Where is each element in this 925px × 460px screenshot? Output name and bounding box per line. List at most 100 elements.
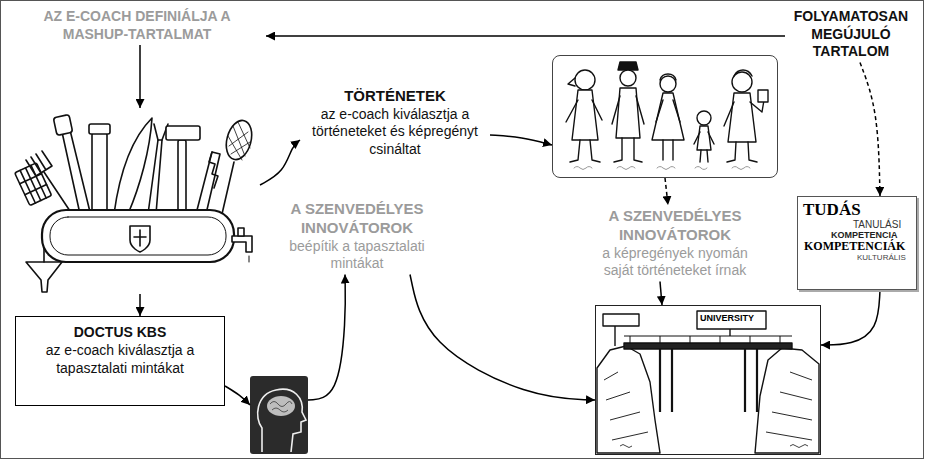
bridge-drawing <box>597 346 660 453</box>
swiss-knife-drawing <box>25 185 47 195</box>
comic-figures <box>697 111 711 125</box>
comic-figures <box>724 100 764 126</box>
comic-frame <box>552 55 778 178</box>
swiss-knife-drawing <box>249 256 250 262</box>
swiss-knife-drawing <box>89 124 110 134</box>
flow-arrow <box>260 140 300 185</box>
step-title: TÖRTÉNETEK <box>302 87 488 106</box>
swiss-knife-drawing <box>209 152 218 188</box>
bridge-drawing <box>620 445 808 448</box>
comic-figures <box>566 62 768 170</box>
swiss-knife-picture <box>15 108 260 294</box>
swiss-knife-drawing <box>166 126 200 140</box>
comic-figures <box>574 167 750 170</box>
comic-figures <box>656 100 680 122</box>
comic-figures <box>663 140 673 160</box>
swiss-knife-drawing <box>26 151 52 176</box>
brain-icon-drawing <box>270 402 292 413</box>
swiss-knife-drawing <box>222 162 234 214</box>
bridge-drawing <box>603 314 639 326</box>
bridge-drawing <box>614 326 615 346</box>
swiss-knife-drawing <box>196 152 220 214</box>
swiss-knife-drawing <box>43 248 45 262</box>
swiss-knife-drawing <box>130 226 150 252</box>
comic-figures <box>568 78 575 86</box>
flow-arrow <box>490 135 552 145</box>
swiss-knife-drawing <box>53 115 72 136</box>
swiss-knife-drawing <box>50 217 226 255</box>
swiss-knife-drawing <box>15 115 256 292</box>
comic-figures <box>575 70 595 90</box>
brain-icon-drawing <box>250 376 308 454</box>
innovator-step: A SZENVEDÉLYES INNOVÁTOROKa képregények … <box>585 205 765 282</box>
box-text: az e-coach kiválasztja a tapasztalati mi… <box>22 341 218 377</box>
flow-arrow <box>139 45 141 108</box>
comic-figures <box>728 93 756 142</box>
comic-figures <box>758 90 768 102</box>
comic-figures <box>620 70 636 86</box>
comic-figures <box>574 167 592 170</box>
bridge-drawing <box>766 372 812 440</box>
swiss-knife-drawing <box>228 122 250 160</box>
comic-figures <box>727 142 757 162</box>
flow-arrow <box>821 290 880 345</box>
dashed-arrow <box>860 63 880 197</box>
swiss-knife-drawing <box>232 236 252 252</box>
flow-arrow <box>266 35 785 37</box>
comic-figures <box>694 111 714 162</box>
bridge-picture: UNIVERSITY <box>595 305 821 455</box>
bridge-drawing <box>604 372 648 440</box>
comic-figures <box>724 70 768 162</box>
source-text: FOLYAMATOSAN MEGÚJULÓ TARTALOM <box>787 8 915 61</box>
step-text: a képregények nyomán saját történeteket … <box>587 245 763 280</box>
brain-icon-drawing <box>250 376 308 454</box>
comic-figures <box>732 167 750 170</box>
bridge-drawing <box>624 336 792 343</box>
flow-arrow <box>225 386 250 405</box>
brain-icon-drawing <box>267 396 295 416</box>
comic-figures <box>612 62 644 162</box>
word-cloud-box: TUDÁSTANULÁSIKOMPETENCIAKOMPETENCIÁKKULT… <box>797 196 917 290</box>
brain-icon-drawing <box>258 389 306 452</box>
swiss-knife-drawing <box>178 140 186 214</box>
comic-figures <box>612 96 644 124</box>
bridge-drawing <box>660 349 757 412</box>
flow-arrow <box>308 275 345 401</box>
swiss-knife-drawing <box>222 118 256 163</box>
comic-figures <box>652 74 684 160</box>
dashed-arrow <box>665 178 668 205</box>
sign-text: UNIVERSITY <box>700 313 820 324</box>
bridge-drawing <box>755 348 819 453</box>
swiss-knife-drawing <box>238 228 244 236</box>
flow-arrow <box>410 275 595 401</box>
comic-figures <box>660 74 676 80</box>
flow-arrow <box>139 294 141 316</box>
comic-figures <box>617 167 635 170</box>
flow-arrow <box>660 282 662 306</box>
step-heading: AZ E-COACH DEFINIÁLJA A MASHUP-TARTALMAT <box>8 6 266 45</box>
step-text: beépítik a tapasztalati mintákat <box>264 238 450 273</box>
comic-figures <box>618 62 638 70</box>
swiss-knife-drawing <box>20 170 35 203</box>
bridge-drawing <box>597 311 819 453</box>
brain-icon <box>250 376 308 454</box>
swiss-knife-drawing <box>92 132 107 214</box>
comic-figures <box>697 126 711 150</box>
swiss-knife-drawing <box>134 230 146 246</box>
bridge-drawing <box>729 329 730 336</box>
comic-figures <box>660 76 676 92</box>
comic-figures <box>572 90 598 140</box>
cloud-word: KULTURÁLIS <box>857 253 913 262</box>
cloud-word: TUDÁS <box>803 201 913 219</box>
story-step: TÖRTÉNETEKaz e-coach kiválasztja a törté… <box>300 85 490 160</box>
step-text: az e-coach kiválasztja a történeteket és… <box>302 106 488 159</box>
cloud-word: KOMPETENCIÁK <box>804 240 913 253</box>
comic-figures <box>694 132 714 144</box>
comic-figures <box>566 100 602 122</box>
swiss-knife-drawing <box>62 130 90 214</box>
innovator-step: A SZENVEDÉLYES INNOVÁTOROKbeépítik a tap… <box>262 198 452 275</box>
step-text: AZ E-COACH DEFINIÁLJA A MASHUP-TARTALMAT <box>10 8 264 43</box>
source-heading: FOLYAMATOSAN MEGÚJULÓ TARTALOM <box>785 6 917 63</box>
cloud-word: TANULÁSI <box>853 219 913 230</box>
